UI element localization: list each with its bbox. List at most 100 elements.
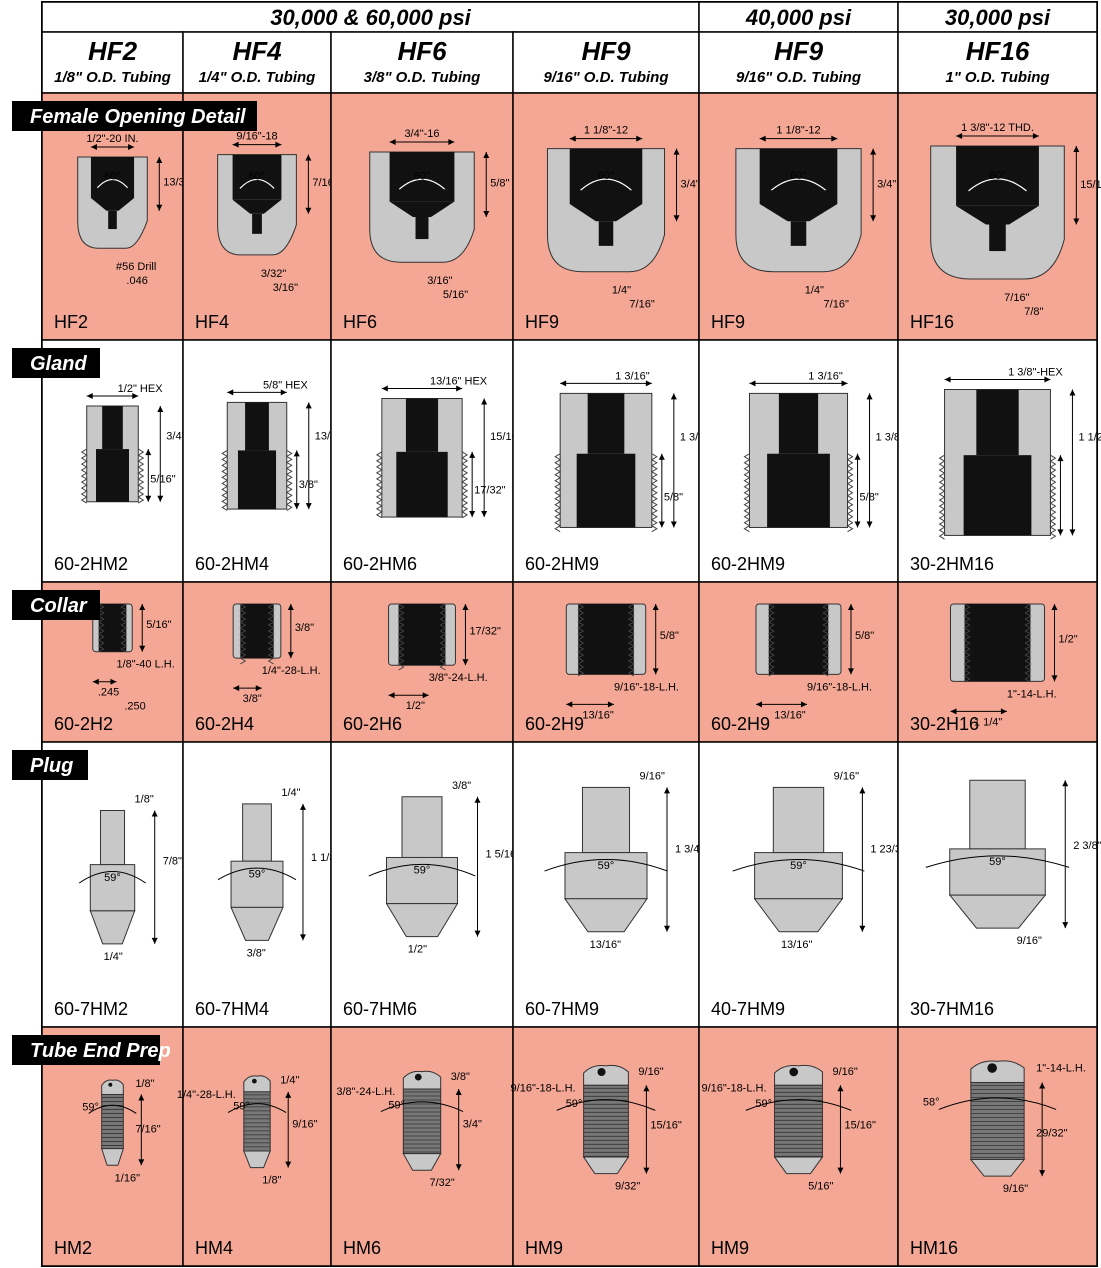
model-header-cell (897, 31, 1098, 94)
angle-arc (78, 871, 147, 884)
thread-mark (554, 453, 562, 533)
thread-mark (267, 603, 275, 665)
thread-mark (285, 449, 293, 511)
plug-stem (772, 786, 825, 854)
angle-arc (227, 1103, 287, 1113)
angle-label: 60° (414, 170, 431, 182)
dimension-arrow (145, 449, 152, 502)
tube-thread (970, 1081, 1025, 1161)
tube-cone (969, 1159, 1026, 1177)
tubing-fraction: 1/8" (54, 69, 83, 86)
gland-counterbore (95, 449, 130, 502)
tubing-size: 1/4"O.D. Tubing (199, 69, 316, 86)
part-number: 60-2H2 (54, 714, 113, 734)
part-number: 60-2H4 (195, 714, 254, 734)
gland-bore (405, 398, 439, 452)
model-header-cell (182, 31, 332, 94)
dimension-label: 1/8" (135, 1078, 154, 1090)
dimension-label: 1/2" (408, 944, 427, 956)
tube-thread (774, 1084, 823, 1158)
part-number: 60-2HM6 (343, 554, 417, 574)
part-number: 30-7HM16 (910, 999, 994, 1019)
part-number: 60-2H6 (343, 714, 402, 734)
dimension-label: 2 3/8" (1073, 840, 1101, 852)
dimension-label: 3/8" (295, 622, 314, 634)
dimension-label: 13/16" (774, 709, 806, 721)
dimension-arrow (287, 604, 294, 659)
angle-arc (968, 178, 1027, 192)
dimension-label: 59° (598, 860, 615, 872)
dimension-label: #56 Drill (116, 261, 156, 273)
angle-label: 60° (790, 170, 807, 182)
angle-arc (556, 1099, 656, 1111)
gland-bore (778, 393, 819, 454)
tube-cone (100, 1148, 125, 1166)
dimension-label: 3/8" (452, 780, 471, 792)
section-band (12, 750, 88, 780)
gland-counterbore (767, 453, 830, 528)
plug-stem (969, 779, 1026, 850)
section-title: Collar (30, 595, 88, 617)
plug-body (386, 856, 458, 905)
tube-cone (402, 1153, 442, 1171)
dimension-label: 1/16" (115, 1172, 140, 1184)
tube-bore (987, 1063, 997, 1073)
dimension-label: 1 1/2" (1078, 432, 1101, 444)
tubing-size: 9/16"O.D. Tubing (543, 69, 668, 86)
tubing-size: 1/8"O.D. Tubing (54, 69, 171, 86)
dimension-label: 3/32" (261, 268, 286, 280)
part-number: HF16 (910, 312, 954, 332)
part-number: 60-7HM6 (343, 999, 417, 1019)
part-number: HF2 (54, 312, 88, 332)
dimension-arrow (92, 678, 117, 685)
dimension-label: 15/16" (844, 1119, 876, 1131)
gland-bore (102, 406, 123, 450)
dimension-label: 17/32" (469, 626, 501, 638)
thread-mark (137, 448, 145, 504)
dimension-arrow (293, 450, 300, 510)
angle-arc (239, 178, 275, 189)
gland-counterbore (963, 455, 1032, 536)
collar-bore (768, 604, 829, 675)
dimension-label: 3/8" (247, 947, 266, 959)
dimension-label: .046 (126, 275, 147, 287)
dimension-label: 5/8" (860, 492, 879, 504)
part-number: 30-2H16 (910, 714, 979, 734)
tubing-fraction: 3/8" (364, 69, 393, 86)
plug-cone (230, 906, 284, 941)
plug-cone (89, 910, 136, 945)
threaded-bore (232, 154, 282, 200)
threaded-bore (569, 148, 643, 205)
tube-bore (597, 1067, 606, 1077)
part-number: 60-2HM4 (195, 554, 269, 574)
angle-arc (770, 178, 827, 191)
section-band (12, 348, 100, 378)
model-name: HF9 (774, 36, 824, 66)
drill-hole (790, 221, 807, 246)
dimension-label: 5/8" (664, 492, 683, 504)
dimension-label: 1 3/8"-12 THD. (961, 122, 1034, 134)
thread-mark (743, 453, 751, 533)
angle-arc (88, 1104, 137, 1114)
dimension-label: 1/4" (612, 285, 631, 297)
dimension-label: 9/16"-18-L.H. (614, 681, 679, 693)
dimension-label: 5/16" (146, 619, 171, 631)
tube-cap (402, 1070, 442, 1090)
dimension-label: 5/16" (808, 1181, 833, 1193)
thread-mark (221, 449, 229, 511)
dimension-label: 9/16"-18-L.H. (511, 1082, 576, 1094)
dimension-label: 7/16" (135, 1123, 160, 1135)
tube-cap (774, 1064, 823, 1086)
dimension-label: 5/8" HEX (263, 379, 309, 391)
dimension-label: 58° (923, 1097, 940, 1109)
dimension-label: 29/32" (1036, 1127, 1068, 1139)
collar-bore (578, 604, 634, 675)
tube-cone (582, 1156, 630, 1175)
dimension-label: 9/16" (640, 770, 665, 782)
tube-cone (773, 1156, 824, 1175)
dimension-label: 13/16" (582, 709, 614, 721)
dimension-label: 1 3/8"-HEX (1008, 367, 1063, 379)
dimension-label: .245 (98, 687, 119, 699)
dimension-label: 1/2" (1059, 634, 1078, 646)
plug-cone (753, 898, 844, 933)
